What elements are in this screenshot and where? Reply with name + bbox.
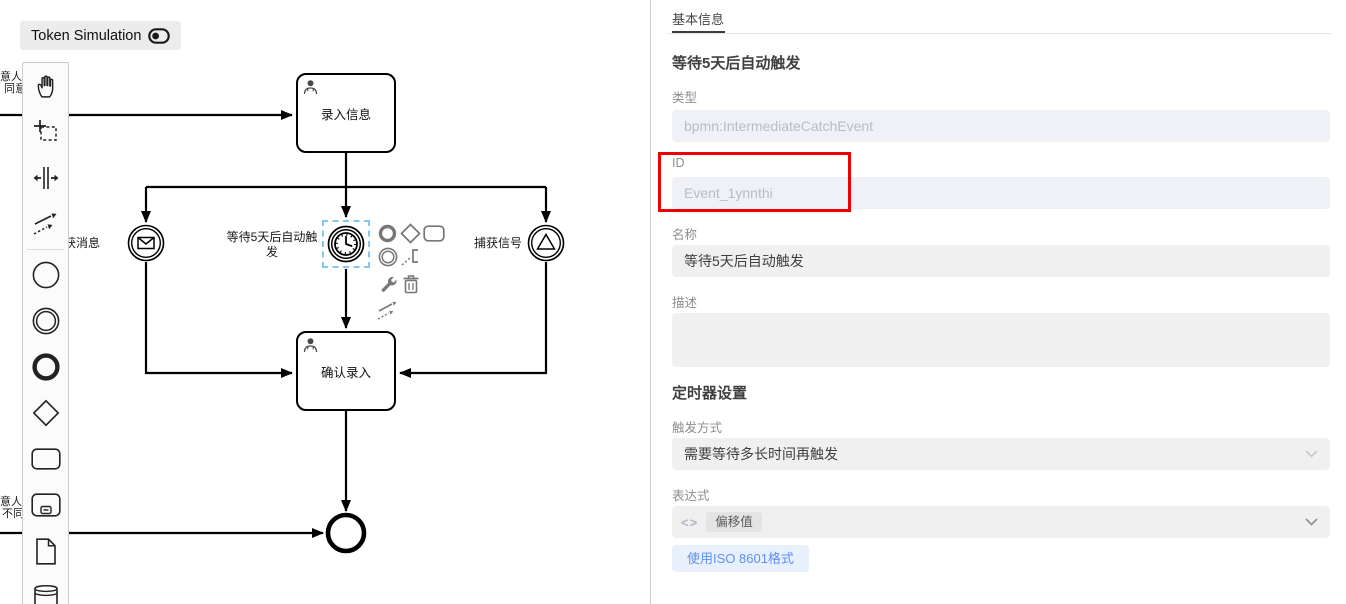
chevron-down-icon — [1305, 450, 1318, 458]
end-event-icon — [31, 353, 60, 381]
trigger-mode-label: 触发方式 — [672, 421, 723, 435]
edge-label-approve: 意人 同意 — [0, 71, 26, 95]
timer-catch-event[interactable] — [327, 225, 365, 263]
description-textarea[interactable] — [672, 313, 1330, 367]
id-input[interactable] — [672, 177, 1330, 209]
chevron-down-icon — [1305, 518, 1318, 526]
toggle-icon — [148, 27, 171, 44]
type-input[interactable] — [672, 110, 1330, 142]
create-intermediate-event[interactable] — [23, 298, 68, 344]
append-text-annotation-button[interactable] — [399, 245, 422, 268]
lasso-tool[interactable] — [23, 109, 68, 155]
delete-button[interactable] — [399, 272, 422, 295]
timer-icon — [327, 225, 365, 263]
create-end-event[interactable] — [23, 344, 68, 390]
context-pad — [376, 222, 446, 322]
signal-event-label: 捕获信号 — [474, 236, 523, 250]
change-type-button[interactable] — [376, 272, 399, 295]
hand-tool[interactable] — [23, 63, 68, 109]
token-simulation-button[interactable]: Token Simulation — [20, 21, 182, 50]
palette-separator — [27, 249, 64, 250]
user-task-enter-info[interactable]: 录入信息 — [296, 73, 396, 153]
task-label: 录入信息 — [320, 107, 371, 122]
properties-panel: 基本信息 等待5天后自动触发 类型 ID 名称 描述 定时器设置 触发方式 需要… — [650, 0, 1346, 604]
tab-divider — [667, 33, 1332, 34]
task-label: 确认录入 — [320, 365, 371, 380]
timer-settings-heading: 定时器设置 — [672, 385, 748, 402]
space-tool[interactable] — [23, 155, 68, 201]
connect-icon — [33, 213, 56, 235]
trigger-mode-value: 需要等待多长时间再触发 — [684, 446, 838, 462]
create-data-object[interactable] — [23, 528, 68, 574]
element-title: 等待5天后自动触发 — [672, 55, 801, 72]
signal-catch-event[interactable] — [527, 224, 565, 262]
token-simulation-label: Token Simulation — [31, 27, 142, 44]
gateway-icon — [400, 223, 421, 244]
name-input[interactable] — [672, 245, 1330, 277]
message-event-label: 获消息 — [64, 236, 101, 250]
data-store-icon — [33, 584, 58, 604]
bpmn-canvas[interactable]: 意人 同意 意人 不同 录入信息 确认录入 — [0, 0, 650, 604]
timer-event-label: 等待5天后自动触发 — [226, 230, 318, 259]
intermediate-event-icon — [32, 307, 59, 335]
active-tab-indicator — [672, 31, 725, 34]
type-label: 类型 — [672, 91, 698, 105]
sequence-flow[interactable] — [144, 262, 293, 378]
create-task[interactable] — [23, 436, 68, 482]
connect-icon — [377, 301, 397, 320]
gateway-icon — [32, 399, 59, 427]
user-icon — [303, 80, 318, 95]
task-icon — [30, 448, 61, 470]
message-catch-event[interactable] — [127, 224, 165, 262]
start-event-icon — [32, 261, 59, 289]
lasso-icon — [33, 120, 57, 141]
append-intermediate-event-button[interactable] — [376, 245, 399, 268]
tab-basic-info[interactable]: 基本信息 — [672, 12, 725, 27]
selection-outline — [322, 220, 370, 268]
end-event-icon — [378, 224, 397, 243]
palette — [22, 62, 69, 604]
user-icon — [303, 338, 318, 353]
message-icon — [127, 224, 165, 262]
append-end-event-button[interactable] — [376, 222, 399, 245]
expression-select[interactable]: <> 偏移值 — [672, 506, 1330, 538]
intermediate-event-icon — [378, 247, 397, 266]
description-label: 描述 — [672, 296, 698, 310]
signal-icon — [527, 224, 565, 262]
offset-chip: 偏移值 — [706, 512, 762, 532]
append-task-button[interactable] — [422, 222, 445, 245]
wrench-icon — [381, 276, 397, 292]
code-icon: <> — [681, 514, 699, 530]
end-event[interactable] — [325, 512, 367, 554]
trash-icon — [403, 274, 418, 293]
id-label: ID — [672, 156, 685, 170]
edge-label-reject: 意人 不同 — [0, 496, 24, 520]
text-annotation-icon — [401, 248, 418, 266]
name-label: 名称 — [672, 228, 698, 242]
space-icon — [33, 167, 58, 189]
user-task-confirm-entry[interactable]: 确认录入 — [296, 331, 396, 411]
append-gateway-button[interactable] — [399, 222, 422, 245]
create-start-event[interactable] — [23, 252, 68, 298]
iso-format-button[interactable]: 使用ISO 8601格式 — [672, 545, 809, 572]
sequence-flow[interactable] — [399, 262, 548, 378]
create-gateway[interactable] — [23, 390, 68, 436]
create-subprocess[interactable] — [23, 482, 68, 528]
global-connect-tool[interactable] — [23, 201, 68, 247]
create-data-store[interactable] — [23, 574, 68, 604]
task-icon — [422, 225, 445, 242]
data-object-icon — [35, 537, 56, 565]
expression-label: 表达式 — [672, 489, 710, 503]
connect-tool-button[interactable] — [376, 299, 399, 322]
subprocess-icon — [30, 493, 61, 517]
hand-icon — [37, 74, 53, 98]
end-event-icon — [325, 512, 367, 554]
trigger-mode-select[interactable]: 需要等待多长时间再触发 — [672, 438, 1330, 470]
